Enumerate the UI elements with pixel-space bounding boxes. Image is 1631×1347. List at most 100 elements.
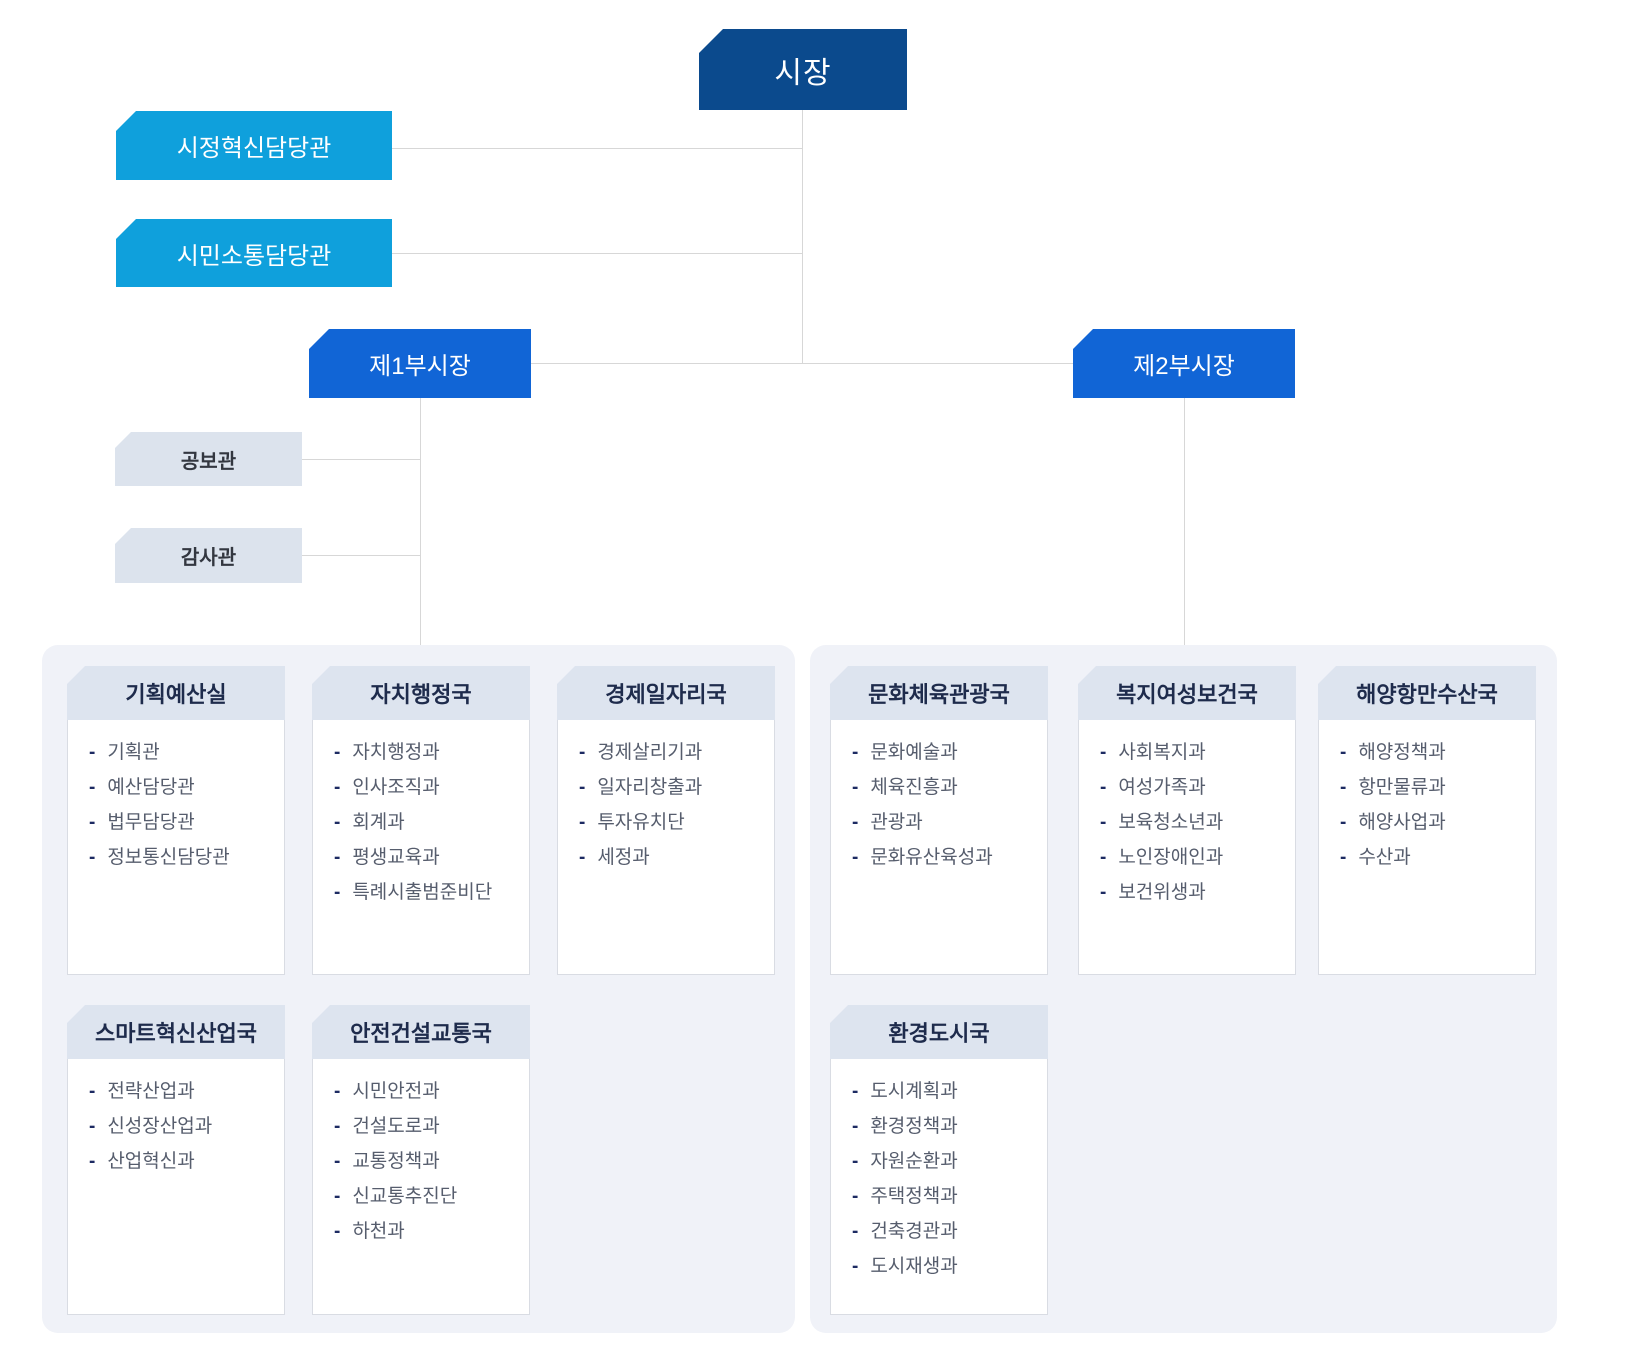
dept-item-label: 신성장산업과	[107, 1116, 213, 1137]
connector-aux1-horizontal	[302, 459, 420, 460]
dept-item-label: 하천과	[352, 1221, 405, 1242]
dept-item-label: 도시계획과	[870, 1081, 958, 1102]
dept-item-list: 자치행정과인사조직과회계과평생교육과특례시출범준비단	[334, 741, 521, 905]
dept-item-list: 문화예술과체육진흥과관광과문화유산육성과	[852, 741, 1039, 870]
mayor-box: 시장	[699, 29, 907, 110]
dept-item: 평생교육과	[334, 846, 521, 870]
connector-aux2-horizontal	[302, 555, 420, 556]
dept-item-label: 경제살리기과	[597, 742, 703, 763]
dept-item-label: 법무담당관	[107, 812, 195, 833]
dept-item-label: 신교통추진단	[352, 1186, 458, 1207]
dept-card-body: 도시계획과환경정책과자원순환과주택정책과건축경관과도시재생과	[830, 1059, 1048, 1315]
dept-item: 여성가족과	[1100, 776, 1287, 800]
dept-item: 하천과	[334, 1220, 521, 1244]
dept-card: 스마트혁신산업국 전략산업과신성장산업과산업혁신과	[67, 1005, 285, 1315]
aux-label: 감사관	[180, 547, 237, 569]
dept-item: 예산담당관	[89, 776, 276, 800]
dept-item-label: 사회복지과	[1118, 742, 1206, 763]
staff-office-box-communication: 시민소통담당관	[116, 219, 392, 287]
dept-item: 자치행정과	[334, 741, 521, 765]
dept-item-list: 도시계획과환경정책과자원순환과주택정책과건축경관과도시재생과	[852, 1080, 1039, 1279]
dept-item: 전략산업과	[89, 1080, 276, 1104]
dept-card-body: 사회복지과여성가족과보육청소년과노인장애인과보건위생과	[1078, 720, 1296, 975]
dept-item: 건축경관과	[852, 1220, 1039, 1244]
dept-item-label: 시민안전과	[352, 1081, 440, 1102]
dept-item-label: 산업혁신과	[107, 1151, 195, 1172]
dept-item-label: 자치행정과	[352, 742, 440, 763]
dept-card-title: 자치행정국	[312, 666, 530, 720]
dept-item-label: 항만물류과	[1358, 777, 1446, 798]
dept-item-label: 예산담당관	[107, 777, 195, 798]
dept-card-body: 문화예술과체육진흥과관광과문화유산육성과	[830, 720, 1048, 975]
dept-item-label: 해양사업과	[1358, 812, 1446, 833]
dept-card: 해양항만수산국 해양정책과항만물류과해양사업과수산과	[1318, 666, 1536, 975]
dept-item: 항만물류과	[1340, 776, 1527, 800]
connector-deputies-horizontal	[531, 363, 1073, 364]
dept-card-title: 환경도시국	[830, 1005, 1048, 1059]
dept-item: 세정과	[579, 846, 766, 870]
dept-item-label: 교통정책과	[352, 1151, 440, 1172]
dept-item-label: 회계과	[352, 812, 405, 833]
deputy-mayor-2-box: 제2부시장	[1073, 329, 1295, 398]
dept-item-label: 건설도로과	[352, 1116, 440, 1137]
dept-item: 투자유치단	[579, 811, 766, 835]
dept-item-label: 노인장애인과	[1118, 847, 1224, 868]
dept-item: 관광과	[852, 811, 1039, 835]
dept-item: 정보통신담당관	[89, 846, 276, 870]
dept-item-label: 환경정책과	[870, 1116, 958, 1137]
dept-card: 복지여성보건국 사회복지과여성가족과보육청소년과노인장애인과보건위생과	[1078, 666, 1296, 975]
dept-item: 기획관	[89, 741, 276, 765]
dept-item: 신성장산업과	[89, 1115, 276, 1139]
dept-card-title: 해양항만수산국	[1318, 666, 1536, 720]
dept-card-body: 시민안전과건설도로과교통정책과신교통추진단하천과	[312, 1059, 530, 1315]
dept-card-title: 기획예산실	[67, 666, 285, 720]
dept-item: 도시재생과	[852, 1255, 1039, 1279]
dept-card-body: 해양정책과항만물류과해양사업과수산과	[1318, 720, 1536, 975]
dept-item-label: 문화예술과	[870, 742, 958, 763]
dept-item-label: 주택정책과	[870, 1186, 958, 1207]
dept-item: 산업혁신과	[89, 1150, 276, 1174]
dept-card-body: 전략산업과신성장산업과산업혁신과	[67, 1059, 285, 1315]
dept-item-label: 전략산업과	[107, 1081, 195, 1102]
dept-item-label: 문화유산육성과	[870, 847, 993, 868]
aux-label: 공보관	[180, 450, 237, 473]
dept-item-label: 관광과	[870, 812, 923, 833]
dept-item-label: 자원순환과	[870, 1151, 958, 1172]
dept-item: 환경정책과	[852, 1115, 1039, 1139]
dept-item: 일자리창출과	[579, 776, 766, 800]
dept-item: 수산과	[1340, 846, 1527, 870]
dept-item-label: 평생교육과	[352, 847, 440, 868]
dept-item: 해양정책과	[1340, 741, 1527, 765]
dept-item-list: 전략산업과신성장산업과산업혁신과	[89, 1080, 276, 1174]
dept-item: 건설도로과	[334, 1115, 521, 1139]
dept-item: 회계과	[334, 811, 521, 835]
dept-item: 인사조직과	[334, 776, 521, 800]
dept-item: 문화예술과	[852, 741, 1039, 765]
dept-card-title: 복지여성보건국	[1078, 666, 1296, 720]
dept-item-list: 경제살리기과일자리창출과투자유치단세정과	[579, 741, 766, 870]
staff-office-box-innovation: 시정혁신담당관	[116, 111, 392, 180]
deputy-mayor-2-label: 제2부시장	[1133, 353, 1235, 380]
dept-item: 법무담당관	[89, 811, 276, 835]
dept-item: 특례시출범준비단	[334, 881, 521, 905]
dept-item-list: 시민안전과건설도로과교통정책과신교통추진단하천과	[334, 1080, 521, 1244]
mayor-label: 시장	[774, 56, 832, 90]
dept-card: 안전건설교통국 시민안전과건설도로과교통정책과신교통추진단하천과	[312, 1005, 530, 1315]
dept-item: 시민안전과	[334, 1080, 521, 1104]
dept-item: 신교통추진단	[334, 1185, 521, 1209]
staff-office-label: 시정혁신담당관	[176, 135, 332, 162]
dept-item-label: 해양정책과	[1358, 742, 1446, 763]
dept-card-body: 기획관예산담당관법무담당관정보통신담당관	[67, 720, 285, 975]
dept-item-label: 정보통신담당관	[107, 847, 230, 868]
aux-box-public-relations: 공보관	[115, 432, 302, 486]
connector-deputy1-vertical	[420, 398, 421, 645]
dept-item-label: 여성가족과	[1118, 777, 1206, 798]
dept-item-list: 기획관예산담당관법무담당관정보통신담당관	[89, 741, 276, 870]
dept-item-label: 특례시출범준비단	[352, 882, 493, 903]
deputy-mayor-1-box: 제1부시장	[309, 329, 531, 398]
dept-item: 경제살리기과	[579, 741, 766, 765]
dept-card-title: 스마트혁신산업국	[67, 1005, 285, 1059]
dept-card-title: 경제일자리국	[557, 666, 775, 720]
dept-item-label: 체육진흥과	[870, 777, 958, 798]
dept-item-label: 수산과	[1358, 847, 1411, 868]
